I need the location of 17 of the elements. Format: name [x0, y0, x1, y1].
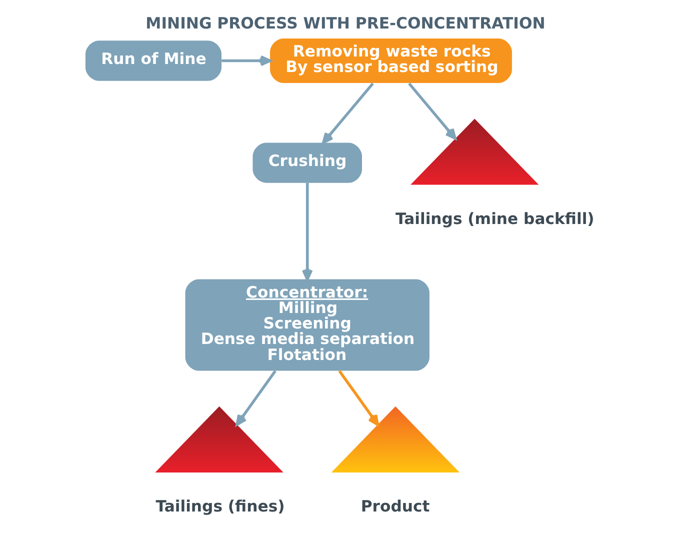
node-box: Run of Mine — [84, 40, 221, 81]
node-label: Tailings (mine backfill) — [394, 210, 594, 228]
node-box: Removing waste rocks By sensor based sorting — [270, 38, 512, 84]
diagram-title: MINING PROCESS WITH PRE-CONCENTRATION — [145, 14, 545, 33]
node-triangle — [330, 406, 460, 472]
arrow — [235, 370, 276, 426]
node-label: Product — [360, 497, 430, 516]
arrow — [338, 370, 379, 426]
node-triangle — [154, 406, 283, 472]
node-box: Concentrator: Milling Screening Dense media separation Flotation — [184, 279, 429, 371]
arrow — [221, 55, 271, 66]
arrow — [301, 182, 312, 281]
node-box: Crushing — [252, 142, 362, 183]
node-label: Tailings (fines) — [155, 497, 284, 516]
node-triangle — [410, 118, 538, 185]
arrow — [322, 82, 374, 144]
arrow — [408, 82, 456, 140]
